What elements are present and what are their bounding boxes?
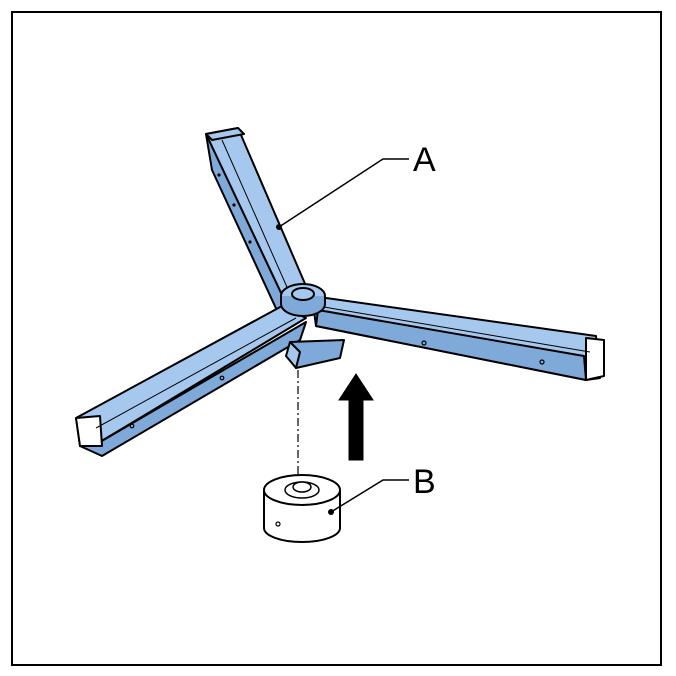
base-arm-left [75,305,307,457]
leader-line-b [328,479,409,515]
foot-cup [263,474,341,543]
center-hub [280,283,345,369]
leader-line-a [276,158,409,230]
label-b: B [413,463,436,501]
label-a: A [413,141,436,179]
base-arm-right [311,295,605,381]
base-arm-rear [205,127,313,331]
arrow-up-icon [338,373,374,461]
diagram-frame [11,11,662,666]
